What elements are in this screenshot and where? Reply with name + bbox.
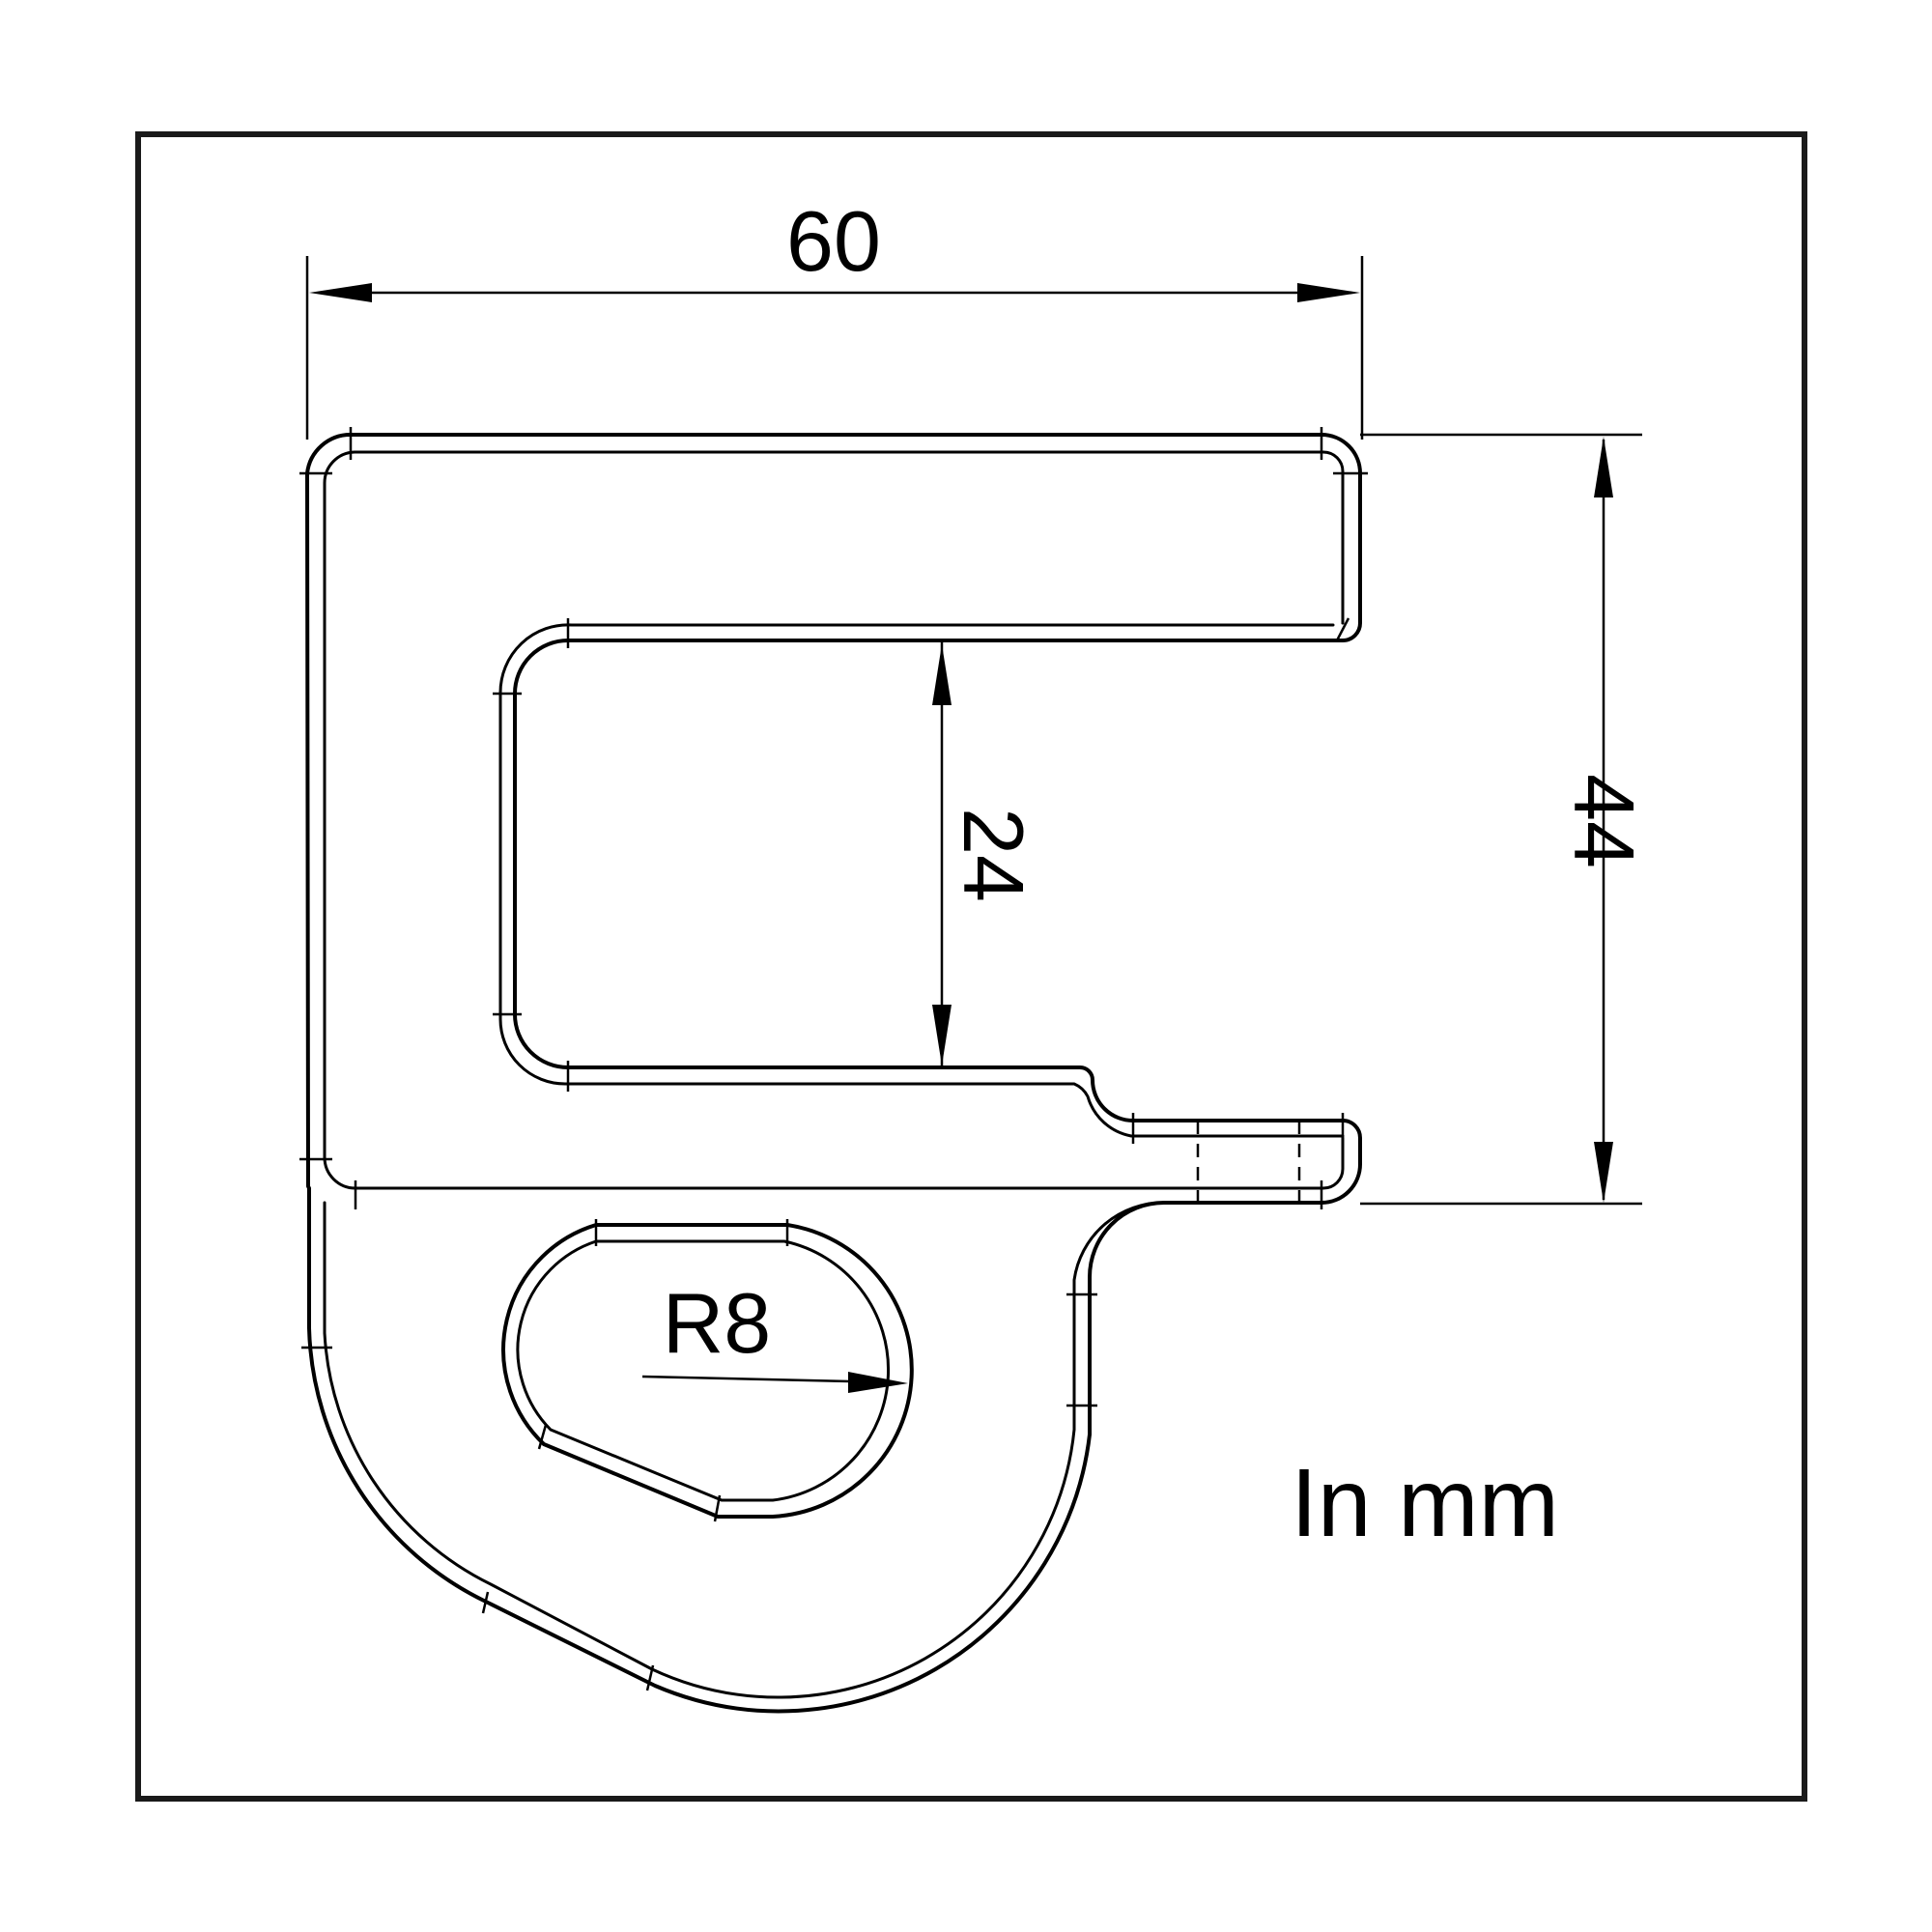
arrowhead-height-bottom: [1594, 1142, 1613, 1203]
radius-arrowhead: [848, 1372, 908, 1393]
bracket-part: [299, 427, 1368, 1714]
arrowhead-left: [309, 283, 372, 302]
arrowhead-right: [1297, 283, 1360, 302]
radius-dimension-label: R8: [663, 1275, 772, 1371]
tangency-ticks: [299, 427, 1368, 1691]
bracket-inner-contour: [323, 450, 1345, 1190]
arrowhead-slot-bottom: [932, 1005, 952, 1065]
dimension-height: 44: [1360, 433, 1652, 1206]
hook-inner-contour: [323, 1201, 1166, 1699]
arrowhead-slot-top: [932, 644, 952, 705]
dimension-slot: 24: [932, 642, 1041, 1065]
slot-dimension-label: 24: [946, 808, 1041, 902]
height-dimension-label: 44: [1556, 774, 1652, 868]
arrowhead-height-top: [1594, 437, 1613, 497]
hole-outer-contour: [501, 1223, 914, 1519]
dimension-width: 60: [305, 193, 1364, 440]
unit-label: In mm: [1291, 1449, 1559, 1557]
teardrop-hole: [501, 1219, 914, 1522]
radius-leader-line: [641, 1375, 851, 1383]
slot-inner-contour: [498, 621, 1345, 1138]
width-dimension-label: 60: [786, 193, 881, 289]
hole-inner-contour: [516, 1239, 891, 1502]
dimension-radius: R8: [641, 1275, 908, 1393]
drawing-frame: [135, 131, 1807, 1802]
